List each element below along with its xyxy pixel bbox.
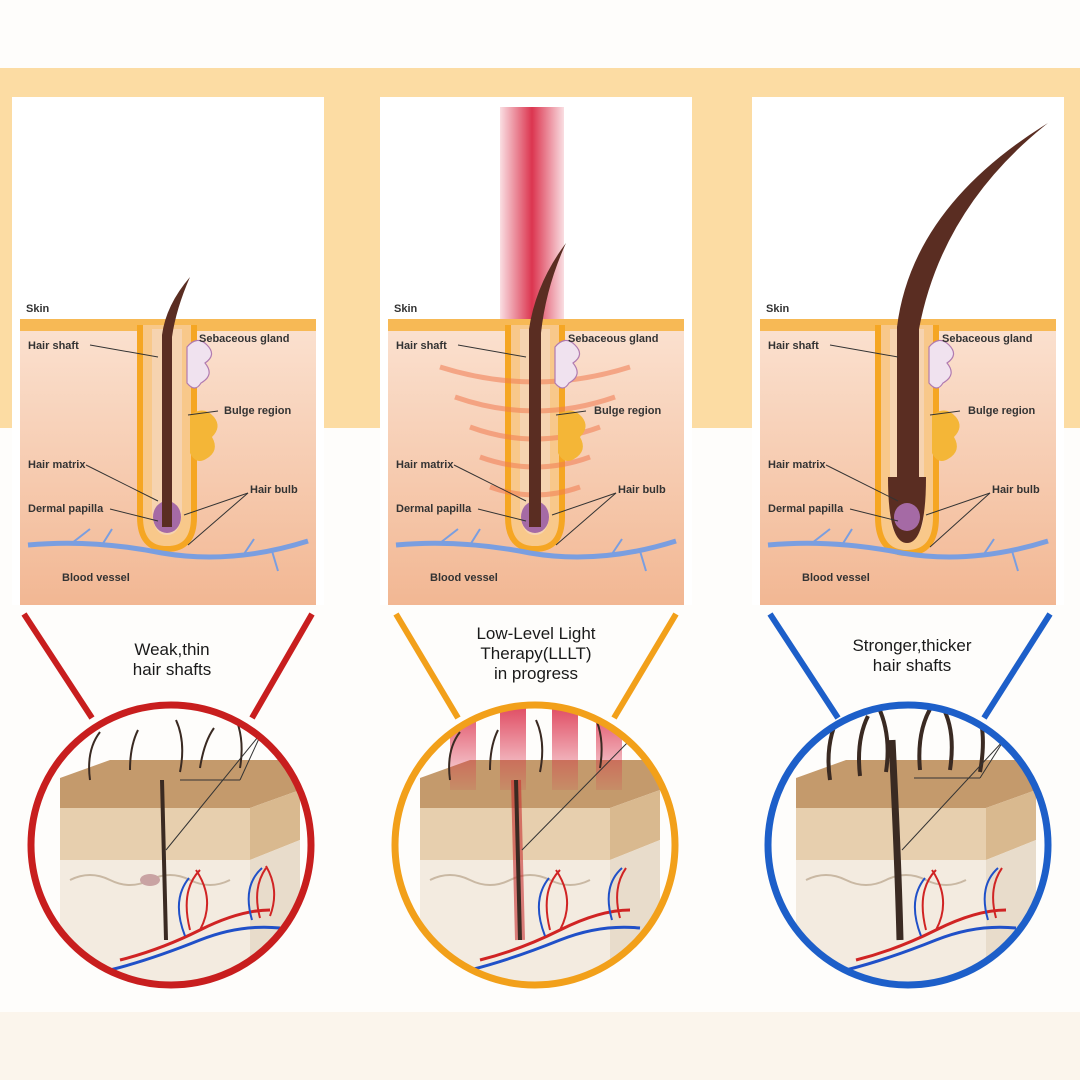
label-hair-matrix: Hair matrix bbox=[768, 459, 826, 471]
bulge-region bbox=[932, 410, 960, 461]
bulge-region bbox=[190, 410, 218, 461]
caption-line: Therapy(LLLT) bbox=[480, 644, 592, 663]
label-hair-matrix: Hair matrix bbox=[28, 459, 86, 471]
sebaceous-gland bbox=[928, 339, 955, 389]
label-hair-shaft: Hair shaft bbox=[28, 340, 79, 352]
hair-shaft-weak bbox=[162, 277, 190, 527]
label-blood-vessel: Blood vessel bbox=[430, 572, 498, 584]
label-hair-shaft: Hair shaft bbox=[396, 340, 447, 352]
caption-line: in progress bbox=[493, 664, 579, 683]
label-skin: Skin bbox=[394, 303, 418, 315]
label-blood-vessel: Blood vessel bbox=[802, 572, 870, 584]
sebaceous-gland bbox=[186, 339, 213, 389]
label-bulge-region: Bulge region bbox=[224, 405, 292, 417]
caption-line: hair shafts bbox=[132, 660, 212, 679]
label-hair-bulb: Hair bulb bbox=[618, 484, 666, 496]
scalp-crosssection-weak bbox=[31, 705, 311, 985]
label-blood-vessel: Blood vessel bbox=[62, 572, 130, 584]
label-bulge-region: Bulge region bbox=[594, 405, 662, 417]
laser-beam bbox=[500, 705, 526, 790]
label-skin: Skin bbox=[766, 303, 790, 315]
magnifier-circle-lllt bbox=[391, 701, 679, 989]
follicle-diagram-weak bbox=[20, 277, 316, 605]
scalp-crosssection-strong bbox=[768, 705, 1048, 985]
laser-beam bbox=[552, 705, 578, 790]
bottom-band bbox=[0, 1012, 1080, 1080]
magnifier-circle-strong bbox=[764, 701, 1052, 989]
caption-weak: Weak,thin hair shafts bbox=[52, 640, 292, 680]
label-sebaceous-gland: Sebaceous gland bbox=[942, 333, 1033, 345]
label-dermal-papilla: Dermal papilla bbox=[28, 503, 104, 515]
label-bulge-region: Bulge region bbox=[968, 405, 1036, 417]
funnel-weak bbox=[21, 612, 315, 720]
scalp-crosssection-lllt bbox=[395, 705, 675, 985]
magnifier-circle-weak bbox=[27, 701, 315, 989]
top-band bbox=[0, 0, 1080, 68]
funnel-strong bbox=[767, 612, 1053, 720]
hair-shaft-growing bbox=[529, 243, 566, 527]
funnel-lllt bbox=[393, 612, 679, 720]
caption-strong: Stronger,thicker hair shafts bbox=[792, 636, 1032, 676]
label-dermal-papilla: Dermal papilla bbox=[768, 503, 844, 515]
label-dermal-papilla: Dermal papilla bbox=[396, 503, 472, 515]
caption-line: Stronger,thicker bbox=[852, 636, 972, 655]
caption-lllt: Low-Level Light Therapy(LLLT) in progres… bbox=[416, 624, 656, 684]
laser-beam bbox=[500, 107, 564, 327]
label-sebaceous-gland: Sebaceous gland bbox=[199, 333, 290, 345]
panel-lllt: Skin Hair shaft Sebaceous gland Bulge re… bbox=[380, 97, 692, 605]
follicle-diagram-strong bbox=[760, 123, 1056, 605]
label-hair-bulb: Hair bulb bbox=[992, 484, 1040, 496]
panel-strong-hair: Skin Hair shaft Sebaceous gland Bulge re… bbox=[752, 97, 1064, 605]
bulge-region bbox=[558, 410, 586, 461]
caption-line: Weak,thin bbox=[134, 640, 210, 659]
label-hair-bulb: Hair bulb bbox=[250, 484, 298, 496]
label-sebaceous-gland: Sebaceous gland bbox=[568, 333, 659, 345]
blood-vessel bbox=[395, 538, 677, 560]
blood-vessel bbox=[27, 538, 309, 560]
sebaceous-gland bbox=[554, 339, 581, 389]
label-skin: Skin bbox=[26, 303, 50, 315]
caption-line: Low-Level Light bbox=[476, 624, 596, 643]
hair-shaft-strong bbox=[897, 123, 1048, 497]
label-hair-matrix: Hair matrix bbox=[396, 459, 454, 471]
follicle-diagram-lllt bbox=[388, 107, 684, 605]
panel-weak-hair: Skin Hair shaft Sebaceous gland Bulge re… bbox=[12, 97, 324, 605]
label-hair-shaft: Hair shaft bbox=[768, 340, 819, 352]
caption-line: hair shafts bbox=[872, 656, 952, 675]
blood-vessel bbox=[767, 538, 1049, 560]
dermal-papilla-shape bbox=[894, 503, 920, 531]
